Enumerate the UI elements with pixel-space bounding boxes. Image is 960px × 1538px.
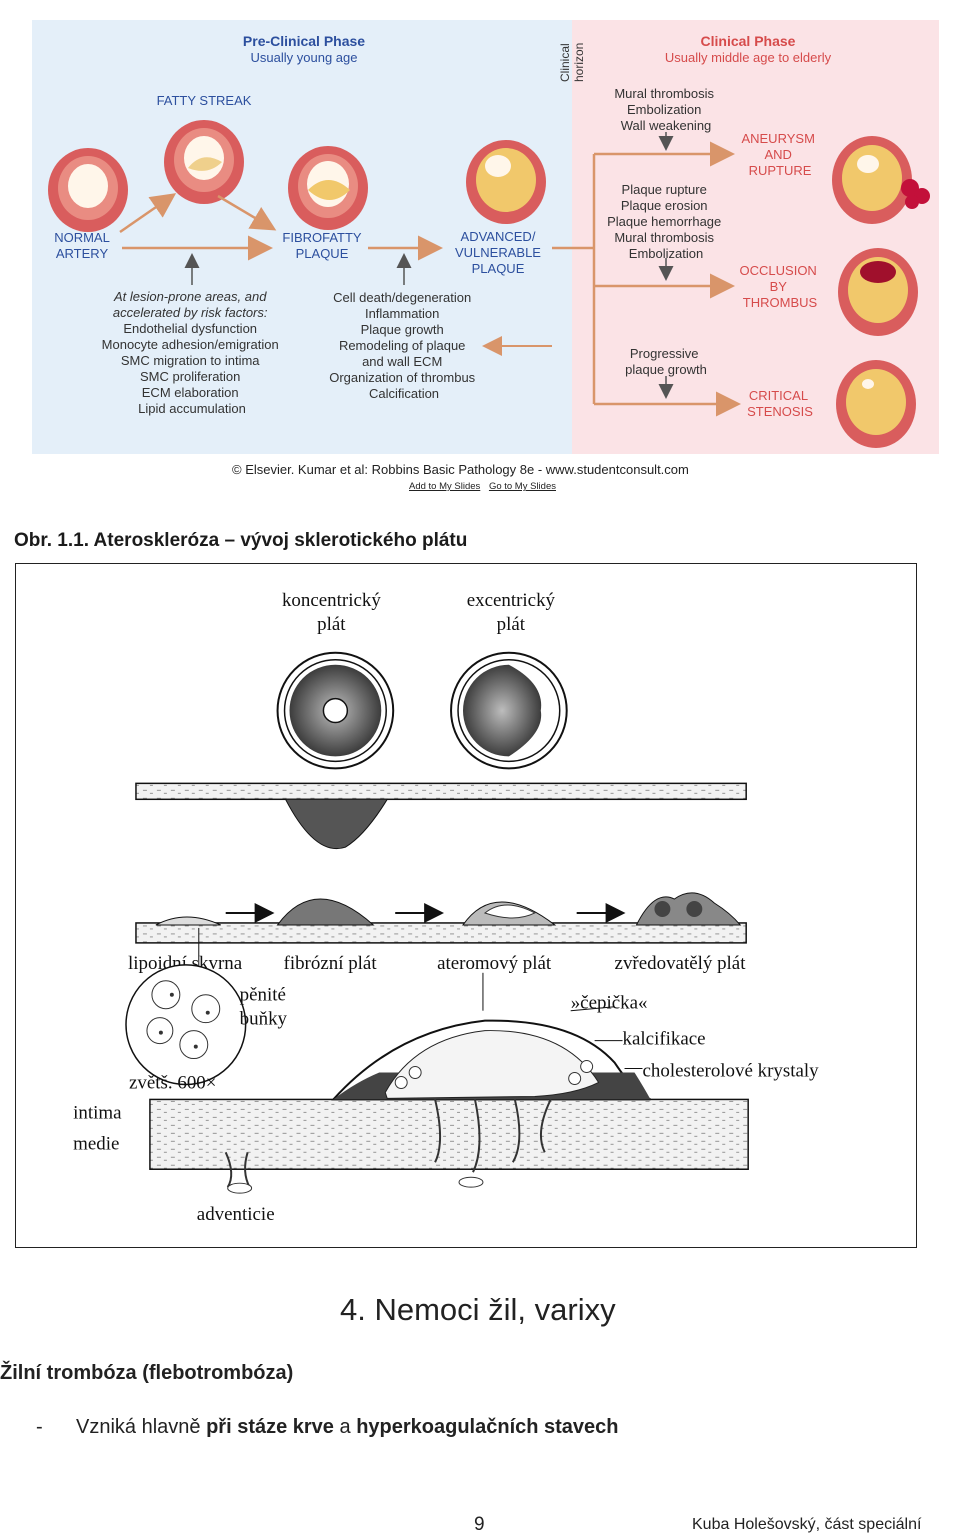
subheading: Žilní trombóza (flebotrombóza)	[0, 1362, 294, 1384]
bullet-bold-1: při stáze krve	[206, 1416, 334, 1438]
concentric-cross-section	[276, 651, 395, 770]
figure-caption: Obr. 1.1. Ateroskleróza – vývoj skleroti…	[14, 530, 468, 551]
clinical-horizon-label: Clinical	[558, 43, 572, 82]
bullet-item: - Vzniká hlavně při stáze krve a hyperkoa…	[36, 1416, 619, 1439]
preclinical-title: Pre-Clinical Phase	[243, 33, 365, 49]
longitudinal-vessel	[135, 782, 747, 849]
fatty-streak-artery-drawing	[164, 120, 244, 204]
magnification-label: zvětš. 600×	[129, 1072, 216, 1093]
section-heading: 4. Nemoci žil, varixy	[340, 1292, 616, 1327]
preclinical-subtitle: Usually young age	[251, 50, 358, 65]
calcification-label: kalcifikace	[623, 1029, 706, 1050]
fibrous-plaque-label: fibrózní plát	[284, 953, 378, 974]
bullet-text-2: a	[333, 1416, 357, 1438]
intima-label: intima	[73, 1102, 122, 1123]
atherosclerosis-stages-figure: Pre-Clinical Phase Usually young age Cli…	[32, 20, 939, 454]
eccentric-cross-section	[450, 651, 568, 770]
aneurysm-label: ANEURYSM AND RUPTURE	[741, 131, 818, 178]
atheromatous-plaque-label: ateromový plát	[437, 953, 552, 974]
clinical-title: Clinical Phase	[701, 33, 796, 49]
aneurysm-artery-drawing	[832, 136, 930, 224]
fatty-streak-label: FATTY STREAK	[157, 93, 252, 108]
preclinical-background	[32, 20, 572, 454]
clinical-horizon-label-2: horizon	[572, 43, 586, 82]
media-label: medie	[73, 1133, 119, 1154]
plaque-progression-list: Cell death/degeneration Inflammation Pla…	[329, 290, 479, 401]
adventitia-label: adventicie	[197, 1204, 275, 1225]
normal-artery-drawing	[48, 148, 128, 232]
progressive-growth-list: Progressive plaque growth	[625, 346, 707, 377]
critical-stenosis-artery-drawing	[836, 360, 916, 448]
plaque-progression-row	[135, 892, 747, 944]
advanced-plaque-drawing	[466, 140, 546, 224]
slide-links: Add to My Slides Go to My Slides	[409, 481, 562, 492]
foam-cell-magnification	[125, 964, 247, 1086]
add-to-my-slides-link[interactable]: Add to My Slides	[409, 481, 481, 492]
occlusion-artery-drawing	[838, 248, 918, 336]
copyright-line: © Elsevier. Kumar et al: Robbins Basic P…	[232, 462, 689, 477]
lipoid-spot-label: lipoidní skvrna	[128, 953, 243, 974]
fibrofatty-plaque-drawing	[288, 146, 368, 230]
plaque-rupture-list: Plaque rupture Plaque erosion Plaque hem…	[607, 182, 725, 261]
risk-factor-list: At lesion-prone areas, and accelerated b…	[102, 289, 283, 416]
occlusion-label: OCCLUSION BY THROMBUS	[740, 263, 821, 310]
go-to-my-slides-link[interactable]: Go to My Slides	[488, 481, 556, 492]
bullet-dash: -	[36, 1416, 43, 1438]
page-number: 9	[474, 1514, 485, 1535]
cholesterol-crystals-label: cholesterolové krystaly	[642, 1060, 819, 1081]
critical-stenosis-label: CRITICAL STENOSIS	[747, 388, 813, 419]
bullet-text-1: Vzniká hlavně	[76, 1416, 207, 1438]
atheroma-detail-drawing	[149, 1019, 749, 1194]
cap-label: »čepička«	[571, 993, 648, 1014]
clinical-subtitle: Usually middle age to elderly	[665, 50, 832, 65]
bullet-bold-2: hyperkoagulačních stavech	[356, 1416, 619, 1438]
ulcerated-plaque-label: zvředovatělý plát	[615, 953, 747, 974]
mural-thrombosis-list: Mural thrombosis Embolization Wall weake…	[614, 86, 717, 133]
footer-author: Kuba Holešovský, část speciální	[692, 1516, 922, 1533]
